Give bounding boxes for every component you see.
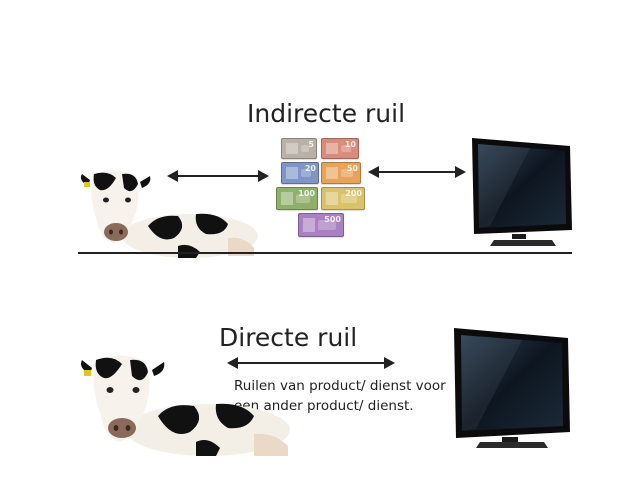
direct-exchange-title: Directe ruil <box>219 323 358 352</box>
double-arrow-icon <box>227 357 395 369</box>
indirect-exchange-title: Indirecte ruil <box>247 99 406 128</box>
cow-icon <box>80 170 258 258</box>
television-icon <box>472 138 572 246</box>
cow-body <box>126 403 290 456</box>
television-icon <box>454 328 570 448</box>
ground-line <box>78 252 572 254</box>
double-arrow-icon <box>167 170 269 182</box>
cow-head <box>81 355 165 442</box>
cow-icon <box>81 355 290 456</box>
cow-head <box>80 170 151 244</box>
description-line: een ander product/ dienst. <box>234 398 414 414</box>
exchange-description: Ruilen van product/ dienst voor een ande… <box>234 376 464 416</box>
description-line: Ruilen van product/ dienst voor <box>234 378 446 394</box>
euro-banknote-icon: 5 <box>281 138 317 159</box>
double-arrow-icon <box>368 166 466 178</box>
euro-banknote-icon: 50 <box>321 162 361 184</box>
euro-banknote-icon: 20 <box>281 162 319 184</box>
euro-banknote-icon: 200 <box>321 187 365 210</box>
euro-banknote-icon: 100 <box>276 187 318 210</box>
euro-banknote-icon: 10 <box>321 138 359 159</box>
euro-banknote-icon: 500 <box>298 213 344 237</box>
cow-body <box>122 213 258 258</box>
